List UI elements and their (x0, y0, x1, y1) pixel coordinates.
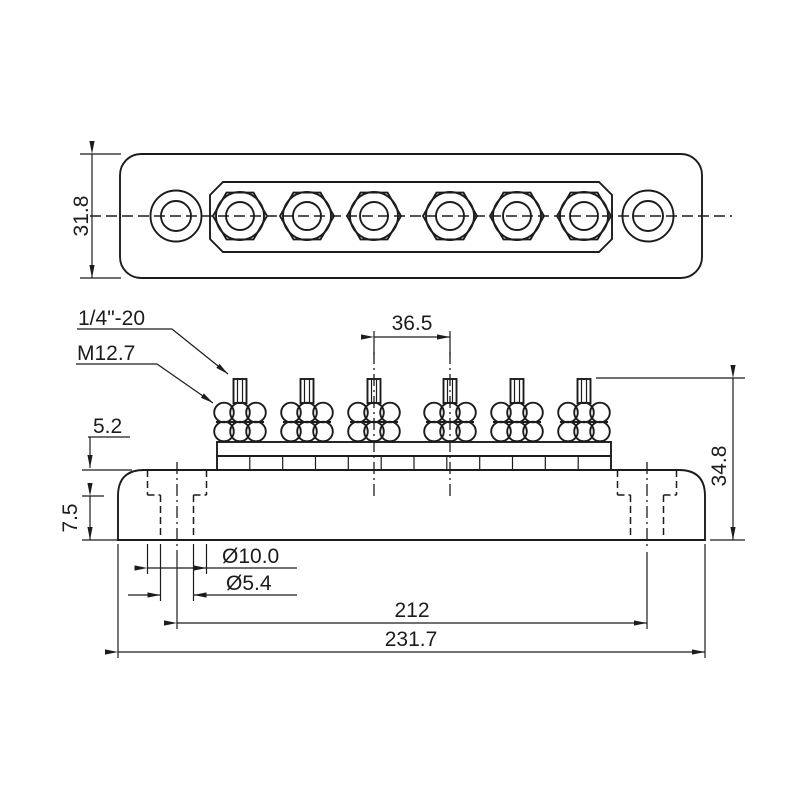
thread-spec-label: 1/4"-20 (78, 307, 145, 330)
dim-bar-thickness-label: 5.2 (93, 415, 122, 438)
stud-1 (213, 378, 267, 443)
callout-nut-spec: M12.7 (76, 342, 214, 404)
insulator-segments (249, 456, 579, 470)
dim-mount-hole-spacing: 212 (164, 599, 647, 626)
mount-slot-left (146, 461, 208, 548)
dim-counterbore-diameter-label: Ø10.0 (222, 545, 279, 568)
dim-mount-hole-spacing-label: 212 (394, 599, 429, 622)
dim-bar-thickness: 5.2 (82, 415, 132, 471)
base-outline (117, 469, 706, 541)
dim-overall-height-label: 34.8 (708, 446, 731, 487)
nut-spec-label: M12.7 (77, 342, 135, 365)
dim-hole-diameter: Ø5.4 (128, 572, 297, 598)
top-view: 31.8 (70, 141, 732, 279)
mount-hole-right (621, 189, 675, 243)
side-view (117, 352, 706, 548)
dim-stud-spacing-label: 36.5 (392, 312, 433, 335)
stud-3 (347, 378, 401, 443)
mount-slot-right (616, 461, 678, 548)
dim-plate-height-label: 31.8 (70, 196, 93, 237)
extension-lines (117, 544, 706, 658)
stud-4 (423, 378, 477, 443)
stud-6 (557, 378, 611, 443)
dim-counterbore-diameter: Ø10.0 (134, 545, 297, 571)
dim-overall-length-label: 231.7 (385, 628, 438, 651)
bus-bar (216, 441, 612, 457)
stud-5 (490, 378, 544, 443)
dim-hole-depth: 7.5 (59, 483, 120, 541)
dim-hole-depth-label: 7.5 (59, 503, 82, 532)
dim-stud-spacing: 36.5 (361, 312, 451, 355)
callout-thread-spec: 1/4"-20 (77, 307, 229, 375)
dim-hole-diameter-label: Ø5.4 (226, 572, 272, 595)
dimensions: 36.5 1/4"-20 M12.7 5.2 7.5 (59, 307, 745, 658)
mount-hole-left (149, 189, 203, 243)
dim-plate-height: 31.8 (70, 141, 121, 279)
stud-2 (280, 378, 334, 443)
dim-overall-length: 231.7 (105, 628, 705, 655)
raised-platform-outline (209, 181, 613, 253)
dim-overall-height: 34.8 (596, 365, 745, 541)
